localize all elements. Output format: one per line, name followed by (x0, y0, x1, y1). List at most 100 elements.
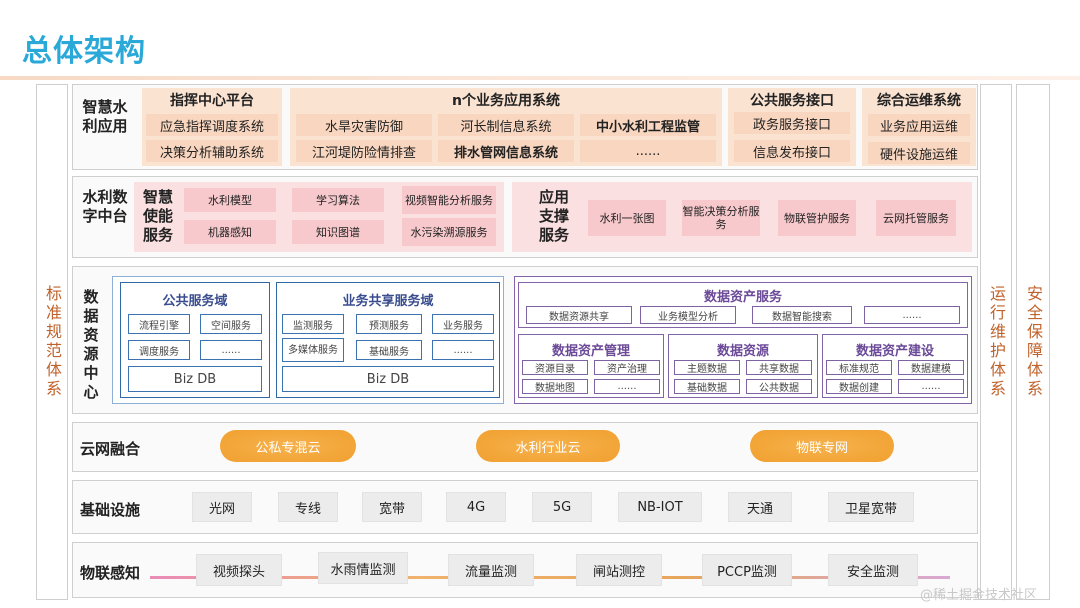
iot-item: 视频探头 (196, 554, 282, 586)
asset-build-item: 标准规范 (826, 360, 892, 375)
iot-item: 安全监测 (828, 554, 918, 586)
support-services-label: 应用支撑服务 (534, 188, 574, 245)
asset-service-item: 业务模型分析 (640, 306, 736, 324)
asset-mgmt-item: ...... (594, 379, 660, 394)
public-domain-db: Biz DB (128, 366, 262, 392)
business-item: 排水管网信息系统 (438, 140, 574, 162)
digital-middle-platform-label: 水利数字中台 (82, 188, 128, 226)
shared-domain-db: Biz DB (282, 366, 494, 392)
security-label: 安全保障体系 (1024, 285, 1043, 399)
infra-item: 宽带 (362, 492, 422, 522)
asset-mgmt-item: 资产治理 (594, 360, 660, 375)
shared-domain-item: 业务服务 (432, 314, 494, 334)
standards-column: 标准规范体系 (36, 84, 68, 600)
public-interface-item: 信息发布接口 (734, 140, 850, 162)
business-item: ...... (580, 140, 716, 162)
data-resources-item: 基础数据 (674, 379, 740, 394)
integrated-ops-title: 综合运维系统 (877, 93, 961, 109)
shared-domain-item: 预测服务 (356, 314, 422, 334)
business-item: 江河堤防险情排查 (296, 140, 432, 162)
enable-service-item: 知识图谱 (292, 220, 384, 244)
cloud-network-label: 云网融合 (80, 440, 141, 458)
business-item: 中小水利工程监管 (580, 114, 716, 136)
title-underline (0, 76, 1080, 80)
iot-perception-label: 物联感知 (80, 564, 141, 582)
asset-service-item: 数据资源共享 (526, 306, 632, 324)
digital-middle-platform-label-text: 水利数字中台 (82, 188, 128, 225)
asset-service-item: 数据智能搜索 (752, 306, 852, 324)
asset-build-title: 数据资产建设 (855, 344, 934, 359)
watermark-text: @稀土掘金技术社区 (920, 588, 1038, 603)
infrastructure-label: 基础设施 (80, 501, 141, 519)
iot-item: 水雨情监测 (318, 552, 408, 584)
infra-item: 天通 (728, 492, 792, 522)
cloud-item: 水利行业云 (476, 430, 620, 462)
support-services-label-text: 应用支撑服务 (538, 188, 569, 244)
ops-maintenance-label: 运行维护体系 (987, 285, 1006, 399)
data-resource-center-label: 数据资源中心 (82, 288, 106, 402)
infra-item: 4G (446, 492, 506, 522)
business-apps-title: n个业务应用系统 (452, 93, 560, 109)
application-layer-label-text: 智慧水利应用 (82, 98, 128, 135)
support-service-item: 云网托管服务 (876, 200, 956, 236)
application-layer-label: 智慧水利应用 (82, 98, 128, 136)
public-domain-item: ...... (200, 340, 262, 360)
integrated-ops-item: 业务应用运维 (868, 114, 970, 136)
data-resources-item: 共享数据 (746, 360, 812, 375)
infra-item: 专线 (278, 492, 338, 522)
infra-item: 光网 (192, 492, 252, 522)
asset-mgmt-item: 资源目录 (522, 360, 588, 375)
business-item: 水旱灾害防御 (296, 114, 432, 136)
security-column: 安全保障体系 (1016, 84, 1050, 600)
iot-item: PCCP监测 (702, 554, 792, 586)
asset-mgmt-title: 数据资产管理 (551, 344, 630, 359)
command-item: 决策分析辅助系统 (146, 140, 278, 162)
public-interface-item: 政务服务接口 (734, 112, 850, 134)
standards-label: 标准规范体系 (43, 285, 62, 399)
cloud-item: 物联专网 (750, 430, 894, 462)
asset-build-item: ...... (898, 379, 964, 394)
shared-domain-item: 基础服务 (356, 340, 422, 360)
enable-service-item: 学习算法 (292, 188, 384, 212)
public-domain-title: 公共服务域 (162, 294, 228, 309)
enable-service-item: 视频智能分析服务 (402, 186, 496, 214)
enable-services-label: 智慧使能服务 (138, 188, 178, 245)
command-platform-title: 指挥中心平台 (170, 93, 254, 109)
enable-service-item: 机器感知 (184, 220, 276, 244)
asset-build-item: 数据建模 (898, 360, 964, 375)
support-service-item: 智能决策分析服务 (682, 200, 760, 236)
infra-item: 卫星宽带 (828, 492, 914, 522)
cloud-item: 公私专混云 (220, 430, 356, 462)
enable-service-item: 水利模型 (184, 188, 276, 212)
public-interface-title: 公共服务接口 (750, 93, 834, 109)
shared-domain-item: 多媒体服务 (282, 338, 344, 362)
asset-service-title: 数据资产服务 (703, 290, 782, 305)
infra-item: NB-IOT (618, 492, 702, 522)
public-domain-item: 流程引擎 (128, 314, 190, 334)
ops-maintenance-column: 运行维护体系 (980, 84, 1012, 600)
asset-build-item: 数据创建 (826, 379, 892, 394)
support-service-item: 水利一张图 (588, 200, 666, 236)
data-resource-center-label-text: 数据资源中心 (83, 288, 99, 401)
data-resources-item: 公共数据 (746, 379, 812, 394)
iot-item: 流量监测 (448, 554, 534, 586)
data-resources-item: 主题数据 (674, 360, 740, 375)
shared-domain-title: 业务共享服务域 (342, 294, 434, 309)
integrated-ops-item: 硬件设施运维 (868, 142, 970, 164)
iot-item: 闸站测控 (576, 554, 662, 586)
infrastructure-layer (72, 480, 978, 534)
iot-connector-line (150, 576, 950, 579)
shared-domain-item: ...... (432, 340, 494, 360)
support-service-item: 物联管护服务 (778, 200, 856, 236)
command-item: 应急指挥调度系统 (146, 114, 278, 136)
asset-mgmt-item: 数据地图 (522, 379, 588, 394)
business-item: 河长制信息系统 (438, 114, 574, 136)
public-domain-item: 调度服务 (128, 340, 190, 360)
infra-item: 5G (532, 492, 592, 522)
asset-service-item: ...... (864, 306, 960, 324)
public-domain-item: 空间服务 (200, 314, 262, 334)
data-resources-title: 数据资源 (716, 344, 769, 359)
enable-services-label-text: 智慧使能服务 (142, 188, 173, 244)
enable-service-item: 水污染溯源服务 (402, 218, 496, 246)
page-title: 总体架构 (22, 34, 146, 69)
